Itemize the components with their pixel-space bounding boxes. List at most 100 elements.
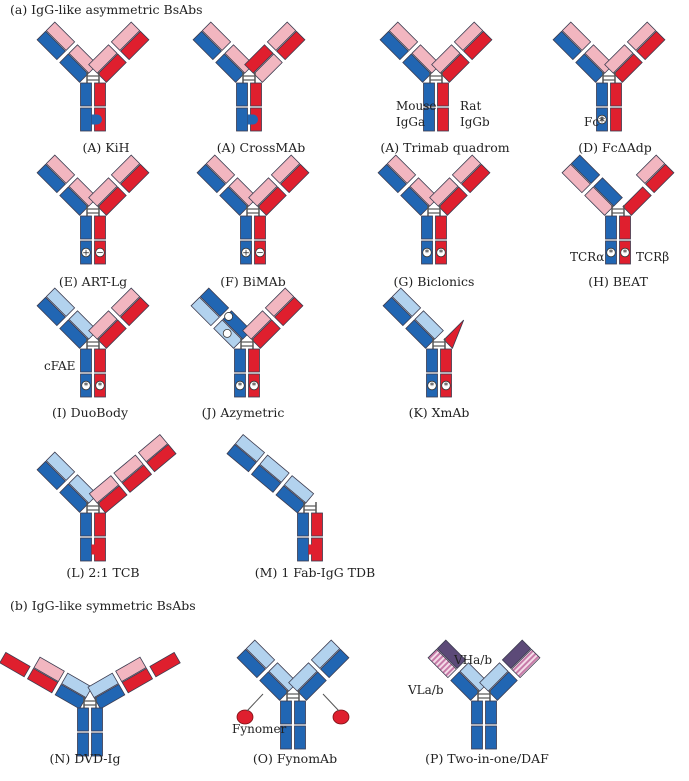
antibody-trimab <box>379 21 493 132</box>
fc-modification-sign: * <box>98 382 103 392</box>
label-tcr-alpha: TCRα <box>570 250 605 264</box>
arm-domain <box>283 475 315 504</box>
arm-domain <box>626 21 657 51</box>
arm-domain <box>33 656 65 683</box>
arm-domain <box>137 434 169 463</box>
caption-azymetric: (J) Azymetric <box>201 405 285 420</box>
fc-modification-icon <box>427 380 437 391</box>
arm-domain <box>120 296 150 327</box>
arm-domain <box>97 53 127 83</box>
arm-domain <box>59 186 89 216</box>
heavy-chain-domain <box>80 215 92 240</box>
arm-domain <box>26 667 59 694</box>
arm-domain <box>450 671 480 701</box>
arm-domain <box>97 319 127 349</box>
arm-domain <box>575 53 605 83</box>
arm-domain <box>275 485 306 514</box>
fc-modification-sign: * <box>439 249 444 259</box>
arm-domain <box>236 648 266 679</box>
arm-domain <box>205 154 236 184</box>
antibody-crossmab <box>192 21 306 132</box>
arm-domain <box>635 154 666 184</box>
arm-domain <box>248 177 278 207</box>
heavy-chain-domain <box>248 348 260 373</box>
caption-dvdig: (N) DVD-Ig <box>49 751 121 766</box>
arm-domain <box>146 443 177 473</box>
caption-tcb: (L) 2:1 TCB <box>66 565 140 580</box>
arm-domain <box>245 639 276 669</box>
heavy-chain-domain <box>426 348 438 373</box>
arm-domain <box>115 656 147 683</box>
fc-modification-icon <box>436 247 446 258</box>
fc-modification-sign: * <box>252 382 257 392</box>
label-fynomer: Fynomer <box>232 722 287 736</box>
fc-modification-sign: + <box>82 249 90 259</box>
arm-domain <box>59 319 89 349</box>
arm-domain <box>196 163 226 194</box>
arm-domain <box>120 30 150 61</box>
heavy-chain-domain <box>311 512 323 537</box>
arm-domain <box>501 639 532 669</box>
fc-modification-icon <box>255 247 265 258</box>
fc-modification-sign: * <box>84 382 89 392</box>
heavy-chain-domain <box>236 107 248 132</box>
arm-domain <box>379 30 409 61</box>
arm-domain <box>45 21 76 51</box>
heavy-chain-domain <box>94 215 106 240</box>
arm-domain <box>226 443 257 473</box>
heavy-chain-domain <box>77 732 89 757</box>
antibody-dvdig <box>0 651 181 757</box>
heavy-chain-domain <box>80 348 92 373</box>
arm-domain <box>584 186 614 216</box>
antibody-twoinone <box>427 639 541 750</box>
label-vhab: VHa/b <box>454 653 493 667</box>
arm-domain <box>264 287 295 317</box>
heavy-chain-domain <box>485 700 497 725</box>
arm-domain <box>280 163 310 194</box>
arm-domain <box>110 21 141 51</box>
arm-domain <box>288 662 318 692</box>
arm-domain <box>36 460 66 491</box>
arm-domain <box>266 21 297 51</box>
arm-domain <box>429 177 459 207</box>
arm-domain <box>613 53 643 83</box>
fc-modification-sign: * <box>609 249 614 259</box>
arm-domain <box>488 671 518 701</box>
fc-modification-icon <box>441 380 451 391</box>
arm-domain <box>511 648 541 679</box>
fc-modification-icon <box>95 247 105 258</box>
arm-domain <box>427 648 457 679</box>
arm-domain <box>386 154 417 184</box>
arm-domain <box>405 319 435 349</box>
label-igga: IgGa <box>396 115 426 129</box>
arm-domain <box>88 310 118 340</box>
arm-domain <box>636 30 666 61</box>
arm-domain <box>97 186 127 216</box>
antibody-artlg: +− <box>36 154 150 265</box>
label-rat: Rat <box>460 99 482 113</box>
arm-domain <box>391 287 422 317</box>
heavy-chain-domain <box>91 732 103 757</box>
label-tcr-beta: TCRβ <box>636 250 670 264</box>
arm-domain <box>192 30 222 61</box>
heavy-chain-domain <box>596 82 608 107</box>
arm-domain <box>382 296 412 327</box>
heavy-chain-domain <box>234 348 246 373</box>
heavy-chain-domain <box>91 707 103 732</box>
heavy-chain-domain <box>280 700 292 725</box>
caption-artlg: (E) ART-Lg <box>58 274 128 289</box>
heavy-chain-domain <box>423 82 435 107</box>
arm-domain <box>45 154 76 184</box>
antibody-bimab: +− <box>196 154 310 265</box>
arm-domain <box>97 485 128 514</box>
heavy-chain-domain <box>423 107 435 132</box>
arm-domain <box>110 287 141 317</box>
fc-modification-sign: − <box>256 249 264 259</box>
fc-modification-icon <box>81 380 91 391</box>
heavy-chain-domain <box>471 725 483 750</box>
arm-domain <box>250 464 282 493</box>
arm-domain <box>120 163 150 194</box>
arm-domain <box>388 21 419 51</box>
fc-modification-sign: * <box>430 382 435 392</box>
antibody-biclonics: ** <box>377 154 491 265</box>
